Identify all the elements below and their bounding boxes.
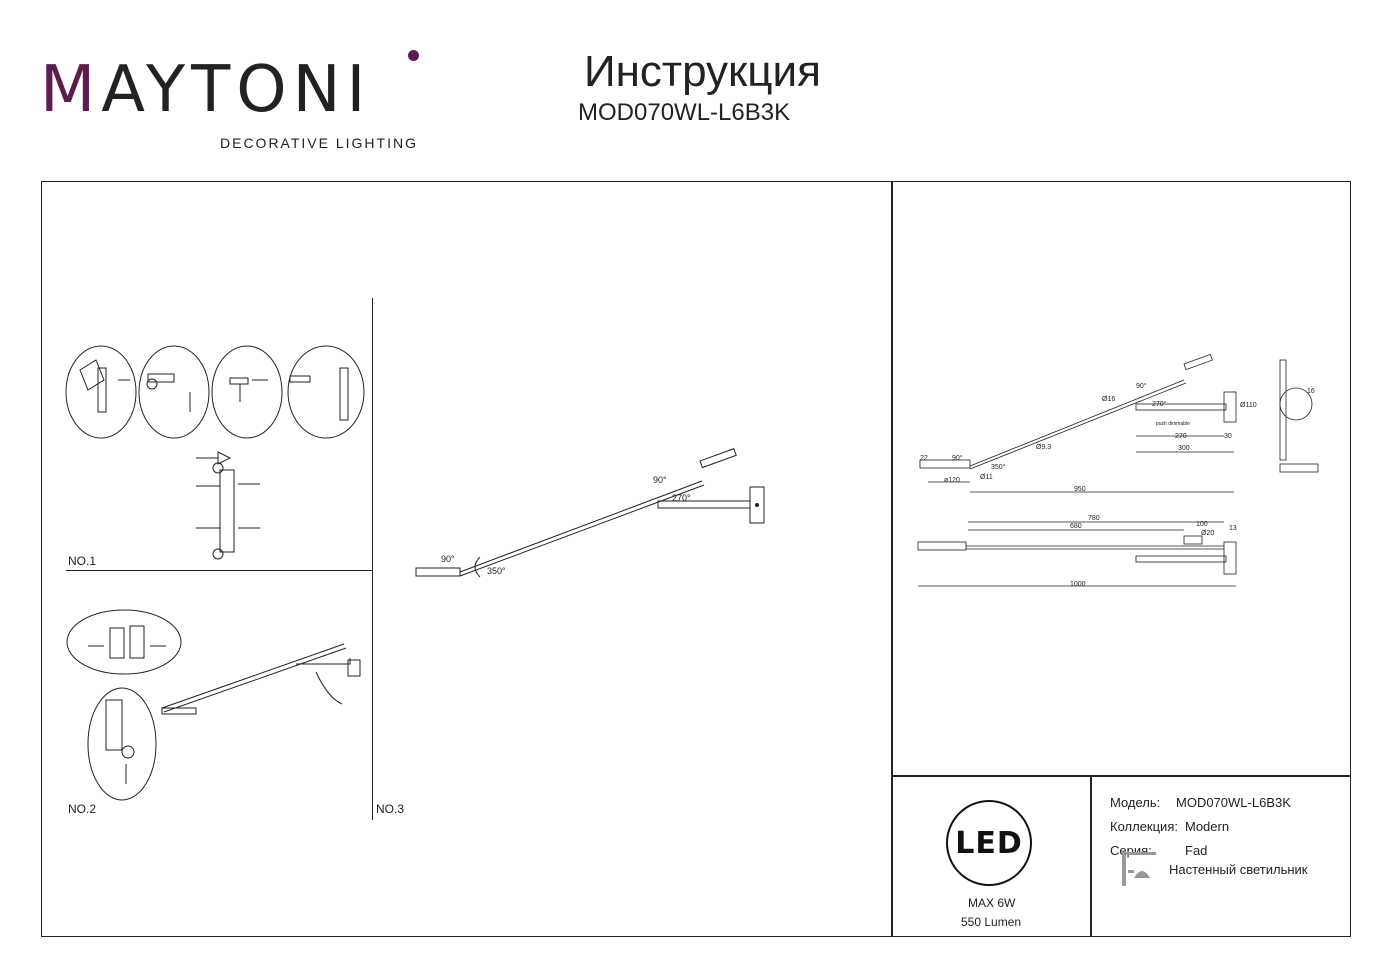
angle-270: 270° — [672, 493, 691, 503]
dim-push-dimmable: push dimmable — [1156, 421, 1190, 427]
dim-d11: Ø11 — [980, 474, 993, 481]
dim-270: 270 — [1175, 433, 1187, 440]
dim-22: 22 — [920, 455, 928, 462]
step-1-illustration — [65, 345, 365, 560]
divider-horizontal-info — [891, 775, 1351, 777]
document-title: Инструкция — [584, 47, 821, 96]
dim-d20: Ø20 — [1201, 530, 1215, 537]
logo-m: M — [40, 53, 102, 127]
divider-vertical-main — [891, 181, 893, 937]
instruction-sheet — [41, 181, 1351, 937]
dim-angle-350: 350° — [991, 464, 1006, 471]
dim-d110: Ø110 — [1240, 402, 1257, 409]
dim-300: 300 — [1178, 445, 1190, 452]
step-2-label: NO.2 — [68, 802, 97, 816]
spec-type-value: Настенный светильник — [1169, 862, 1308, 877]
spec-model-label: Модель: — [1110, 795, 1161, 810]
divider-steps-horizontal — [66, 570, 372, 571]
brand-logo: MAYTONI — [40, 58, 371, 122]
spec-collection-value: Modern — [1185, 819, 1230, 834]
divider-steps-vertical — [372, 298, 373, 820]
dim-950: 950 — [1074, 486, 1086, 493]
logo-dot — [408, 50, 419, 61]
dim-angle-90-top: 90° — [1136, 383, 1147, 390]
spec-model-value: MOD070WL-L6B3K — [1176, 795, 1291, 810]
dim-d9-3: Ø9.3 — [1036, 444, 1052, 451]
dim-angle-90-left: 90° — [952, 455, 963, 462]
dim-16-side: 16 — [1307, 388, 1315, 395]
angle-90-left: 90° — [441, 554, 455, 564]
angle-350-left: 350° — [487, 566, 506, 576]
dim-d16: Ø16 — [1102, 396, 1116, 403]
dimension-drawing — [917, 353, 1319, 587]
logo-rest: AYTONI — [101, 53, 372, 127]
dim-30: 30 — [1224, 433, 1232, 440]
dim-100: 100 — [1196, 521, 1208, 528]
divider-vertical-info — [1090, 775, 1092, 937]
led-badge: LED — [946, 800, 1032, 886]
led-lumen: 550 Lumen — [961, 915, 1022, 929]
dim-780: 780 — [1088, 515, 1100, 522]
step-1-label: NO.1 — [68, 554, 97, 568]
dim-d120: ø120 — [944, 477, 960, 484]
step-3-label: NO.3 — [376, 802, 405, 816]
angle-90-right: 90° — [653, 475, 667, 485]
step-3-drawing — [415, 448, 765, 578]
spec-series-value: Fad — [1185, 843, 1208, 858]
spec-collection-label: Коллекция: — [1110, 819, 1178, 834]
dim-angle-270: 270° — [1152, 401, 1167, 408]
dim-1000: 1000 — [1070, 581, 1086, 588]
document-model: MOD070WL-L6B3K — [578, 99, 791, 126]
led-power: MAX 6W — [968, 896, 1016, 910]
wall-lamp-icon — [1122, 852, 1156, 886]
step-2-illustration — [66, 609, 361, 801]
led-badge-text: LED — [955, 825, 1023, 861]
dim-680: 680 — [1070, 523, 1082, 530]
brand-tagline: DECORATIVE LIGHTING — [220, 135, 418, 151]
dim-13: 13 — [1229, 525, 1237, 532]
